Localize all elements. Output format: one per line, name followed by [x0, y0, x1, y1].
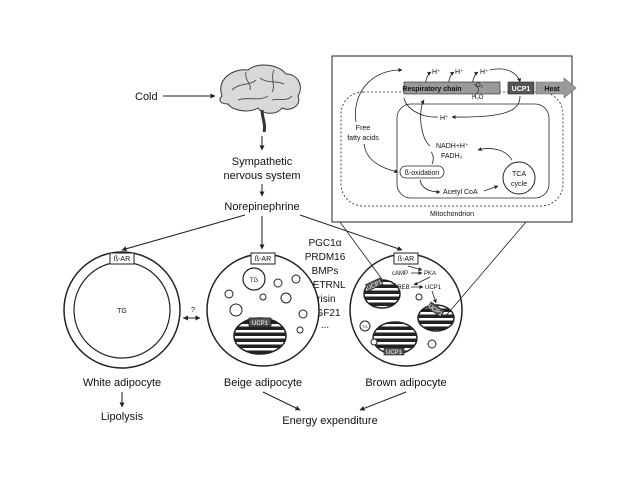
beige-adipocyte-label: Beige adipocyte — [224, 377, 302, 389]
factor-ellipsis: ... — [321, 320, 329, 331]
white-receptor-label: ß-AR — [114, 256, 130, 263]
beta-oxidation-label: ß-oxidation — [405, 170, 440, 177]
o2-label: O₂ — [476, 83, 484, 89]
fatty-acids-label: fatty acids — [347, 135, 379, 142]
mitochondrion-label: Mitochondrion — [430, 211, 474, 218]
creb-label: CREB — [393, 285, 410, 291]
norepinephrine-label: Norepinephrine — [224, 201, 299, 213]
browning-factors: PGC1α PRDM16 BMPs METRNL Irisin FGF21 ..… — [304, 238, 346, 331]
brown-adipocyte-label: Brown adipocyte — [365, 377, 446, 389]
h2o-label: H₂O — [472, 95, 484, 101]
factor-bmps: BMPs — [312, 266, 339, 277]
beige-receptor-label: ß-AR — [255, 256, 271, 263]
factor-pgc1a: PGC1α — [308, 238, 341, 249]
lipolysis-label: Lipolysis — [101, 411, 144, 423]
brown-ucp1-gene-label: UCP1 — [425, 285, 442, 291]
mitochondrion-detail-panel: H⁺ H⁺ H⁺ Respiratory chain O₂ H₂O UCP1 H… — [331, 55, 577, 223]
energy-expenditure-label: Energy expenditure — [282, 415, 377, 427]
brown-adipocyte: ß-AR cAMP PKA CREB UCP1 UCP1 UCP1 UCP1 T… — [349, 252, 463, 367]
free-label: Free — [356, 125, 371, 132]
brown-receptor-label: ß-AR — [398, 256, 414, 263]
h-plus-2: H⁺ — [455, 69, 464, 76]
camp-label: cAMP — [392, 271, 408, 277]
question-mark: ? — [191, 307, 195, 314]
mito-ucp1-label: UCP1 — [512, 86, 531, 93]
brown-ucp1-label-3: UCP1 — [386, 350, 403, 356]
nadh-label: NADH+H⁺ — [436, 143, 469, 150]
acetyl-coa-label: Acetyl CoA — [443, 189, 478, 196]
cold-label: Cold — [135, 91, 158, 103]
brain-icon — [219, 64, 301, 133]
white-tg-label: TG — [117, 308, 127, 315]
fadh-label: FADH₂ — [441, 153, 463, 160]
tca-label: TCA — [512, 171, 526, 178]
factor-irisin: Irisin — [314, 294, 335, 305]
h-plus-4: H⁺ — [440, 115, 449, 122]
white-adipocyte-label: White adipocyte — [83, 377, 161, 389]
pka-label: PKA — [424, 271, 436, 277]
h-plus-1: H⁺ — [432, 69, 441, 76]
beige-tg-label: TG — [250, 278, 259, 284]
white-adipocyte: ß-AR TG — [63, 251, 181, 369]
respiratory-chain-label: Respiratory chain — [402, 86, 461, 93]
h-plus-3: H⁺ — [480, 69, 489, 76]
beige-adipocyte: ß-AR TG UCP1 — [206, 252, 320, 367]
beige-ucp1-label: UCP1 — [252, 321, 269, 327]
factor-prdm16: PRDM16 — [305, 252, 346, 263]
brown-tg-label: TG — [362, 324, 368, 329]
factor-fgf21: FGF21 — [309, 308, 341, 319]
cycle-label: cycle — [511, 181, 527, 188]
heat-label: Heat — [544, 86, 560, 93]
sympathetic-label-1: Sympathetic — [232, 156, 293, 168]
sympathetic-label-2: nervous system — [223, 170, 300, 182]
factor-metrnl: METRNL — [304, 280, 346, 291]
